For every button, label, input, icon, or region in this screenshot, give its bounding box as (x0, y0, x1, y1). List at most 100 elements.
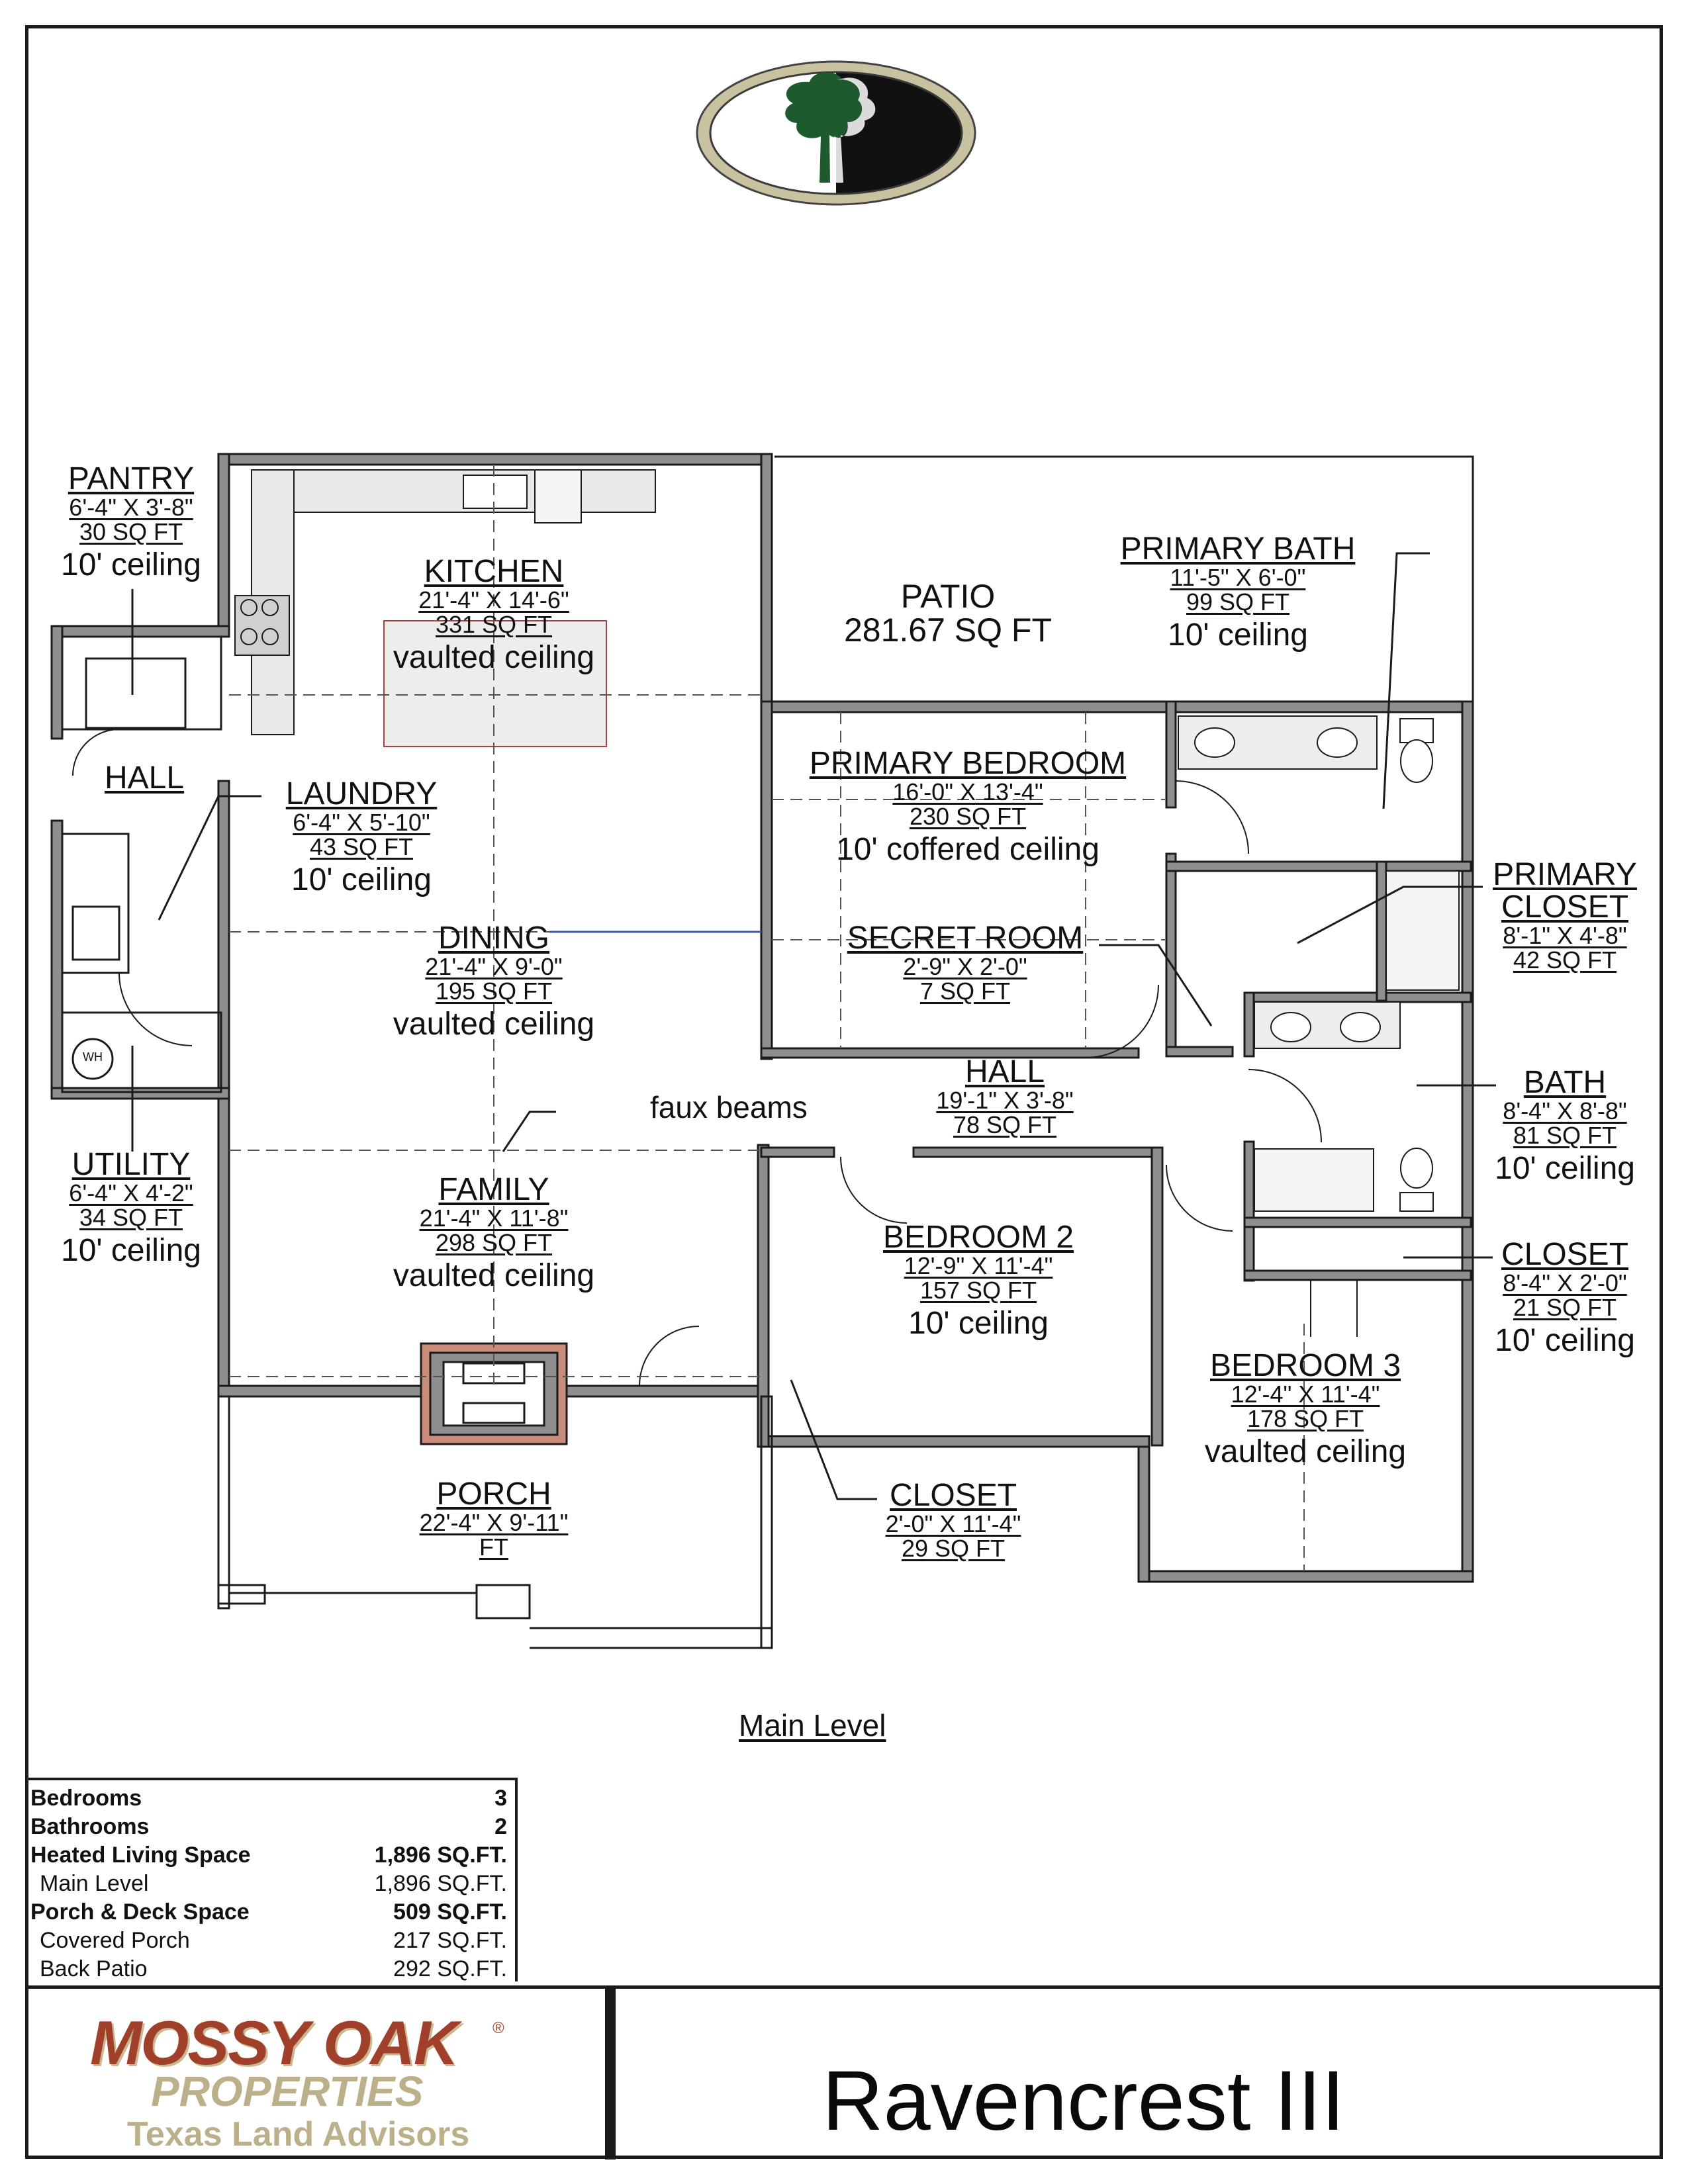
stats-row: Heated Living Space 1,896 SQ.FT. (28, 1841, 515, 1870)
stats-value: 1,896 SQ.FT. (374, 1871, 507, 1896)
stats-value: 217 SQ.FT. (393, 1928, 507, 1953)
porch-label: PORCH 22'-4" X 9'-11" FT (420, 1477, 569, 1561)
water-heater-label: WH (83, 1050, 103, 1064)
stats-row: Covered Porch 217 SQ.FT. (28, 1927, 515, 1955)
kitchen-label: KITCHEN 21'-4" X 14'-6" 331 SQ FT vaulte… (393, 554, 595, 676)
dining-area: 195 SQ FT (435, 977, 553, 1005)
stats-key: Bathrooms (30, 1814, 150, 1839)
bedroom3-area: 178 SQ FT (1246, 1404, 1364, 1432)
stats-key: Back Patio (40, 1956, 148, 1981)
family-label: FAMILY 21'-4" X 11'-8" 298 SQ FT vaulted… (393, 1173, 595, 1294)
dining-label: DINING 21'-4" X 9'-0" 195 SQ FT vaulted … (393, 921, 595, 1042)
brand-subtitle: PROPERTIES (151, 2068, 424, 2115)
family-ceiling: vaulted ceiling (393, 1258, 595, 1294)
primary-bath-ceiling: 10' ceiling (1168, 617, 1308, 653)
stats-value: 292 SQ.FT. (393, 1956, 507, 1981)
closet-right-name: CLOSET (1501, 1237, 1629, 1272)
page-frame (25, 25, 1663, 2159)
closet-bottom-area: 29 SQ FT (901, 1534, 1006, 1562)
stats-value: 509 SQ.FT. (393, 1899, 507, 1925)
family-dimensions: 21'-4" X 11'-8" (419, 1204, 569, 1232)
laundry-label: LAUNDRY 6'-4" X 5'-10" 43 SQ FT 10' ceil… (286, 778, 438, 897)
utility-dimensions: 6'-4" X 4'-2" (69, 1179, 193, 1206)
secret-room-area: 7 SQ FT (919, 977, 1011, 1005)
primary-bedroom-dimensions: 16'-0" X 13'-4" (892, 778, 1043, 805)
porch-name: PORCH (436, 1477, 551, 1512)
primary-closet-dimensions: 8'-1" X 4'-8" (1503, 921, 1627, 949)
bedroom3-dimensions: 12'-4" X 11'-4" (1231, 1380, 1380, 1408)
pantry-area: 30 SQ FT (79, 518, 183, 545)
stats-row: Main Level 1,896 SQ.FT. (28, 1870, 515, 1898)
stats-row: Back Patio 292 SQ.FT. (28, 1955, 515, 1983)
pantry-ceiling: 10' ceiling (61, 547, 201, 583)
primary-bath-label: PRIMARY BATH 11'-5" X 6'-0" 99 SQ FT 10'… (1121, 533, 1356, 652)
bath-name: BATH (1523, 1065, 1607, 1100)
faux-beams-text: faux beams (650, 1090, 808, 1124)
dining-ceiling: vaulted ceiling (393, 1007, 595, 1042)
stats-key: Covered Porch (40, 1928, 190, 1953)
stats-value: 3 (494, 1786, 507, 1811)
hall-center-label: HALL 19'-1" X 3'-8" 78 SQ FT (936, 1056, 1073, 1137)
bedroom2-name: BEDROOM 2 (882, 1220, 1074, 1255)
closet-right-dimensions: 8'-4" X 2'-0" (1503, 1269, 1627, 1297)
closet-right-label: CLOSET 8'-4" X 2'-0" 21 SQ FT 10' ceilin… (1495, 1237, 1635, 1359)
primary-bedroom-area: 230 SQ FT (909, 802, 1027, 830)
stats-row: Porch & Deck Space 509 SQ.FT. (28, 1898, 515, 1927)
secret-room-label: SECRET ROOM 2'-9" X 2'-0" 7 SQ FT (847, 921, 1084, 1005)
primary-closet-name1: PRIMARY (1493, 857, 1637, 892)
family-area: 298 SQ FT (435, 1228, 553, 1256)
bedroom2-ceiling: 10' ceiling (908, 1306, 1049, 1342)
utility-label: UTILITY 6'-4" X 4'-2" 34 SQ FT 10' ceili… (61, 1147, 201, 1267)
patio-name: PATIO (900, 578, 996, 615)
primary-bedroom-label: PRIMARY BEDROOM 16'-0" X 13'-4" 230 SQ F… (809, 746, 1127, 868)
closet-right-area: 21 SQ FT (1513, 1293, 1617, 1321)
dining-dimensions: 21'-4" X 9'-0" (425, 952, 563, 980)
closet-bottom-label: CLOSET 2'-0" X 11'-4" 29 SQ FT (885, 1478, 1021, 1562)
title-divider (605, 1989, 613, 2160)
laundry-dimensions: 6'-4" X 5'-10" (293, 808, 430, 836)
porch-area: FT (479, 1533, 508, 1561)
hall-center-area: 78 SQ FT (953, 1111, 1057, 1138)
kitchen-name: KITCHEN (424, 554, 564, 589)
closet-bottom-name: CLOSET (889, 1478, 1017, 1513)
laundry-name: LAUNDRY (285, 776, 438, 811)
primary-bath-dimensions: 11'-5" X 6'-0" (1170, 563, 1306, 591)
kitchen-area: 331 SQ FT (435, 610, 553, 638)
stats-key: Porch & Deck Space (30, 1899, 250, 1925)
utility-name: UTILITY (71, 1147, 191, 1182)
kitchen-dimensions: 21'-4" X 14'-6" (418, 586, 569, 614)
brand-tagline: Texas Land Advisors (127, 2115, 470, 2154)
primary-closet-label: PRIMARY CLOSET 8'-1" X 4'-8" 42 SQ FT (1493, 857, 1637, 972)
laundry-area: 43 SQ FT (309, 833, 414, 860)
kitchen-ceiling: vaulted ceiling (393, 640, 595, 676)
closet-bottom-dimensions: 2'-0" X 11'-4" (885, 1510, 1021, 1537)
primary-bedroom-name: PRIMARY BEDROOM (809, 746, 1127, 781)
hall-left-name: HALL (104, 760, 185, 796)
hall-center-dimensions: 19'-1" X 3'-8" (936, 1086, 1074, 1114)
patio-area: 281.67 SQ FT (843, 612, 1053, 649)
stats-key: Main Level (40, 1871, 149, 1896)
closet-right-ceiling: 10' ceiling (1495, 1323, 1635, 1359)
bedroom2-area: 157 SQ FT (919, 1276, 1037, 1304)
dining-name: DINING (438, 921, 549, 956)
patio-label: PATIO 281.67 SQ FT (844, 580, 1052, 647)
bath-ceiling: 10' ceiling (1495, 1151, 1635, 1187)
bath-area: 81 SQ FT (1513, 1121, 1617, 1149)
primary-bath-area: 99 SQ FT (1186, 588, 1290, 615)
secret-room-name: SECRET ROOM (847, 921, 1084, 956)
hall-left-label: HALL (105, 762, 184, 795)
main-level-caption: Main Level (739, 1708, 886, 1743)
primary-bath-name: PRIMARY BATH (1120, 531, 1356, 567)
bath-dimensions: 8'-4" X 8'-8" (1503, 1097, 1627, 1124)
pantry-dimensions: 6'-4" X 3'-8" (69, 493, 193, 521)
plan-title: Ravencrest III (822, 2054, 1345, 2148)
primary-bedroom-ceiling: 10' coffered ceiling (836, 832, 1100, 868)
primary-closet-name2: CLOSET (1501, 889, 1629, 925)
stats-key: Heated Living Space (30, 1843, 251, 1868)
pantry-label: PANTRY 6'-4" X 3'-8" 30 SQ FT 10' ceilin… (61, 463, 201, 582)
stats-value: 1,896 SQ.FT. (374, 1843, 507, 1868)
